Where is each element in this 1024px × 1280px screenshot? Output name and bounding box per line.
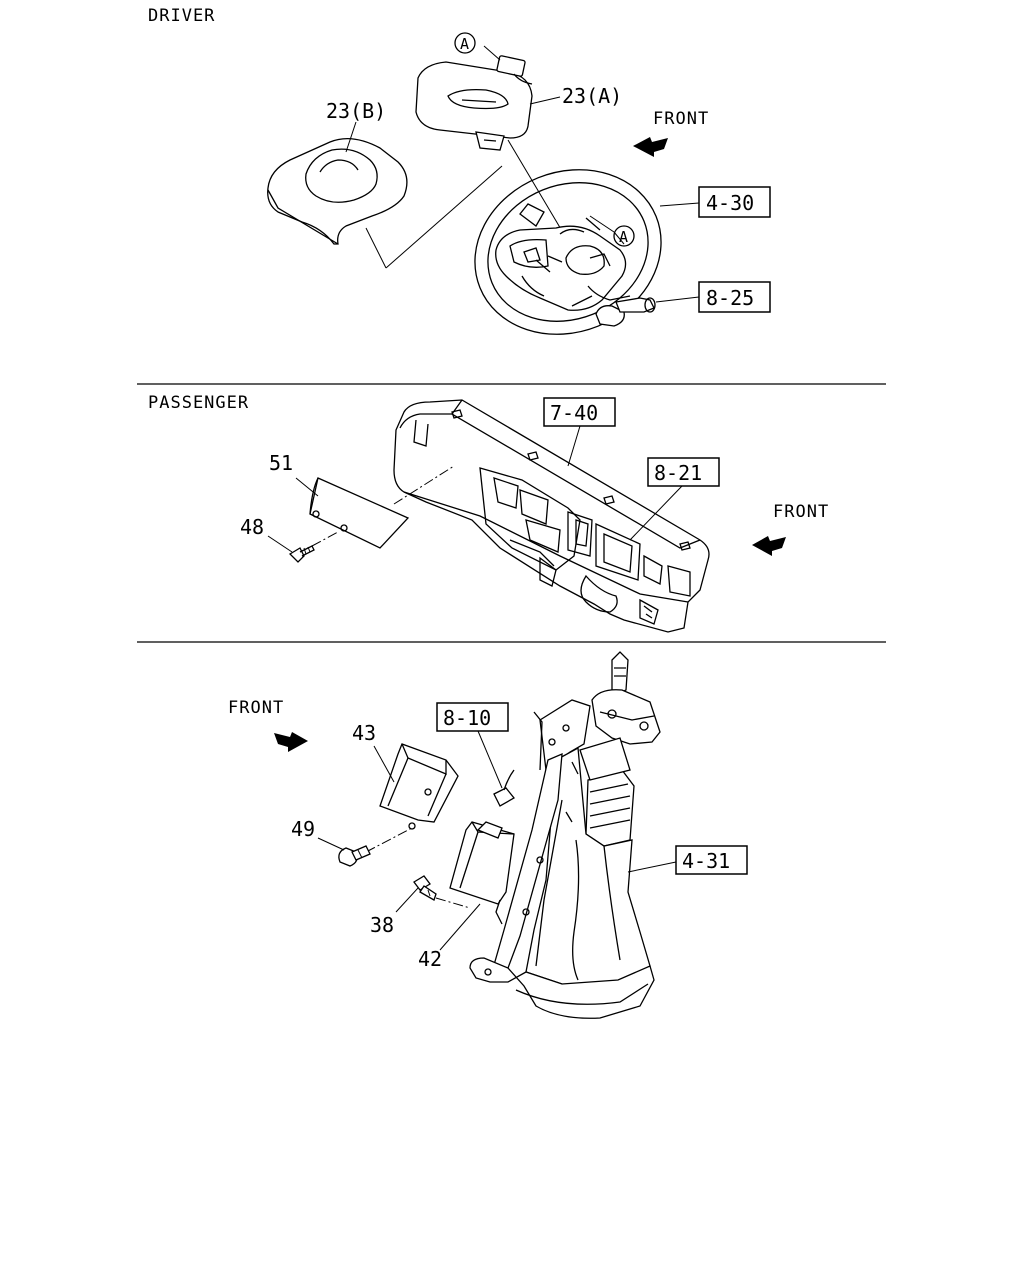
front-arrow-passenger-icon bbox=[752, 536, 786, 556]
instrument-panel bbox=[393, 399, 710, 633]
ref-label-8-21: 8-21 bbox=[654, 461, 702, 485]
connector-marker-a: A bbox=[460, 35, 469, 53]
bracket-43 bbox=[379, 743, 459, 830]
airbag-cover-23b bbox=[267, 137, 408, 245]
connector-marker-a-2: A bbox=[619, 228, 628, 246]
part-label-23b: 23(B) bbox=[326, 99, 386, 123]
bolt-49 bbox=[338, 845, 371, 867]
front-arrow-driver-icon bbox=[633, 137, 668, 157]
front-label-column: FRONT bbox=[228, 698, 284, 718]
ref-label-7-40: 7-40 bbox=[550, 401, 598, 425]
ref-box-8-10: 8-10 bbox=[436, 702, 509, 732]
ref-label-4-31: 4-31 bbox=[682, 849, 730, 873]
part-label-51: 51 bbox=[269, 451, 293, 475]
ref-label-8-25: 8-25 bbox=[706, 286, 754, 310]
panel-clips bbox=[451, 409, 691, 551]
connector-marker-circle bbox=[454, 32, 476, 54]
ref-box-8-25: 8-25 bbox=[698, 281, 771, 313]
airbag-module-23a bbox=[415, 61, 533, 151]
section-title-passenger: PASSENGER bbox=[148, 393, 249, 413]
connector-8-10 bbox=[493, 769, 515, 807]
ref-box-4-30: 4-30 bbox=[698, 186, 771, 218]
front-label-driver: FRONT bbox=[653, 109, 709, 129]
combination-switch bbox=[615, 297, 656, 313]
bolt-38 bbox=[413, 875, 437, 901]
part-label-42: 42 bbox=[418, 947, 442, 971]
ref-box-7-40: 7-40 bbox=[543, 397, 616, 427]
ref-box-8-21: 8-21 bbox=[647, 457, 720, 487]
part-label-49: 49 bbox=[291, 817, 315, 841]
ref-label-4-30: 4-30 bbox=[706, 191, 754, 215]
airbag-sensor-42 bbox=[449, 821, 515, 925]
ref-label-8-10: 8-10 bbox=[443, 706, 491, 730]
part-label-48: 48 bbox=[240, 515, 264, 539]
steering-wheel bbox=[474, 169, 662, 335]
ref-box-4-31: 4-31 bbox=[675, 845, 748, 875]
part-label-23a: 23(A) bbox=[562, 84, 622, 108]
airbag-connector bbox=[483, 45, 533, 85]
front-arrow-column-icon bbox=[274, 732, 308, 752]
bolt-48 bbox=[288, 545, 315, 563]
front-label-passenger: FRONT bbox=[773, 502, 829, 522]
section-title-driver: DRIVER bbox=[148, 6, 215, 26]
passenger-airbag-51 bbox=[309, 477, 410, 549]
part-label-43: 43 bbox=[352, 721, 376, 745]
steering-column bbox=[469, 651, 661, 1019]
part-label-38: 38 bbox=[370, 913, 394, 937]
connector-marker-circle-2 bbox=[613, 225, 635, 247]
